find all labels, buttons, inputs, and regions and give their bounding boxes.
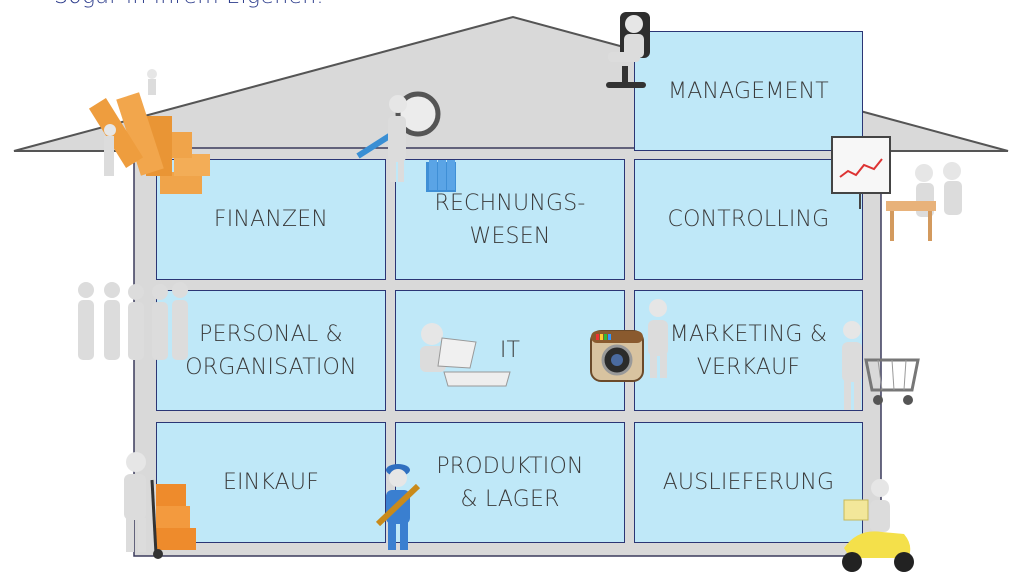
- caption-text: Sogar in ihrem Eigenen.: [54, 0, 324, 9]
- presentation-meeting-icon: [831, 136, 962, 241]
- hand-truck-boxes-icon: [124, 452, 196, 559]
- room-controlling: CONTROLLING: [634, 159, 863, 280]
- room-auslieferung: AUSLIEFERUNG: [634, 422, 863, 543]
- room-personal: PERSONAL & ORGANISATION: [156, 290, 386, 411]
- room-produktion: PRODUKTION & LAGER: [395, 422, 625, 543]
- room-einkauf: EINKAUF: [156, 422, 386, 543]
- room-marketing: MARKETING & VERKAUF: [634, 290, 863, 411]
- room-management: MANAGEMENT: [634, 31, 863, 151]
- worker-wrench-icon: [375, 464, 421, 550]
- room-rechnungswesen: RECHNUNGS- WESEN: [395, 159, 625, 280]
- magnifier-figure-icon: [356, 91, 441, 182]
- team-group-icon: [78, 282, 188, 360]
- executive-chair-figure-icon: [606, 12, 650, 88]
- shopping-cart-figure-icon: [842, 321, 920, 410]
- marketing-figure-icon: [648, 299, 668, 378]
- binder-icon: [426, 160, 456, 192]
- bar-chart-climber-icon: [88, 69, 210, 194]
- camera-app-icon: [590, 330, 644, 382]
- delivery-scooter-icon: [842, 479, 914, 572]
- laptop-figure-icon: [420, 323, 511, 387]
